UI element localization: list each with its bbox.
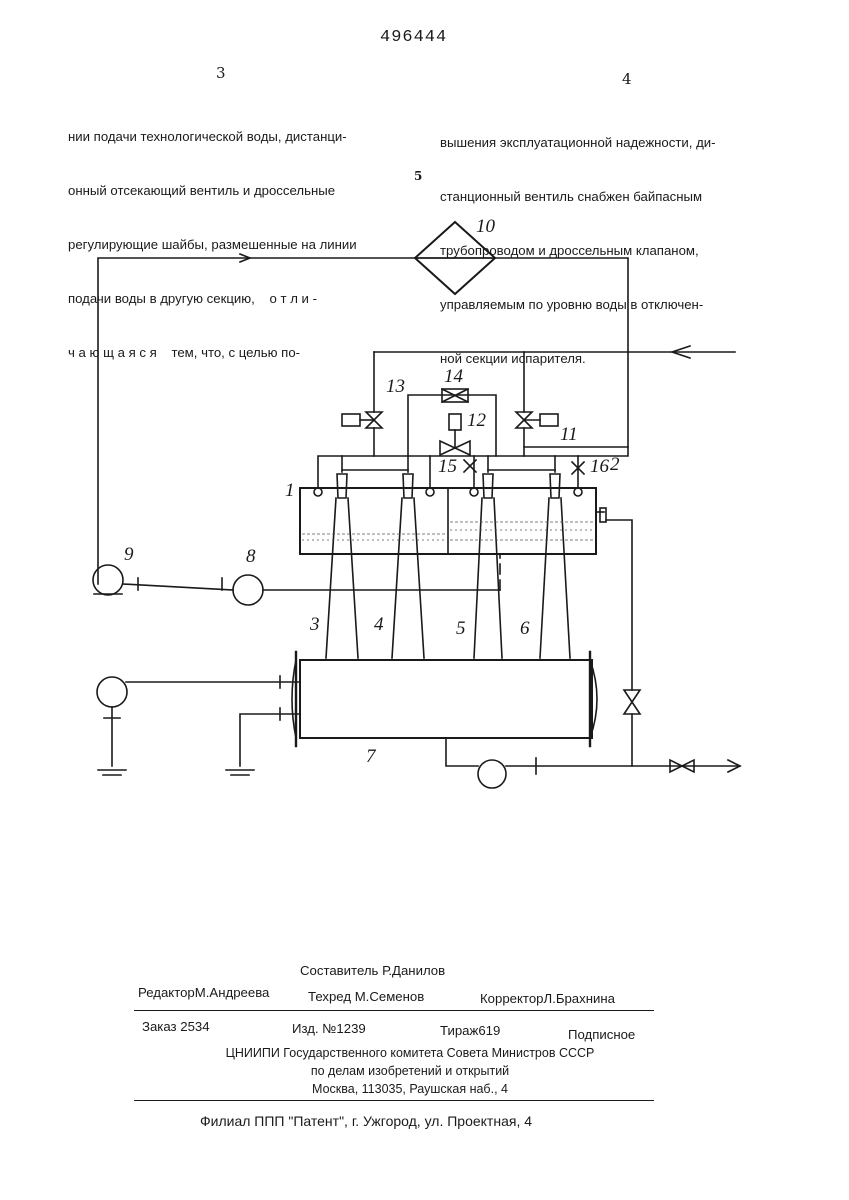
bypass-13 <box>407 394 497 457</box>
text-column-left: нии подачи технологической воды, дистанц… <box>68 92 357 380</box>
actuator-12 <box>448 413 462 431</box>
pump-bottom <box>477 759 507 789</box>
pump-9 <box>92 564 124 596</box>
text-line: подачи воды в другую секцию, о т л и - <box>68 291 317 306</box>
text-line: регулирующие шайбы, размешенные на линии <box>68 237 357 252</box>
patent-number: 496444 <box>380 28 448 47</box>
label-7: 7 <box>366 746 377 767</box>
text-line: нии подачи технологической воды, дистанц… <box>68 129 347 144</box>
top-loop-pipe <box>97 257 629 585</box>
text-line: онный отсекающий вентиль и дроссельные <box>68 183 336 198</box>
imprint-editor: РедакторМ.Андреева <box>138 985 270 1000</box>
imprint-tirazh: Тираж619 <box>440 1023 501 1038</box>
imprint-filial: Филиал ППП "Патент", г. Ужгород, ул. Про… <box>200 1113 533 1129</box>
label-2: 2 <box>610 454 620 475</box>
imprint-composer: Составитель Р.Данилов <box>300 963 446 978</box>
org-line: Москва, 113035, Раушская наб., 4 <box>312 1082 508 1096</box>
label-1: 1 <box>285 480 295 501</box>
pump-8 <box>232 574 264 606</box>
text-line: вышения эксплуатационной надежности, ди- <box>440 135 716 150</box>
imprint-techred: Техред М.Семенов <box>308 989 425 1004</box>
imprint-izd: Изд. №1239 <box>292 1021 366 1036</box>
label-10: 10 <box>476 216 496 237</box>
column-number-right: 4 <box>622 70 632 88</box>
imprint-organization: ЦНИИПИ Государственного комитета Совета … <box>160 1044 660 1098</box>
column-number-left: 3 <box>216 64 226 82</box>
label-11: 11 <box>560 424 578 445</box>
margin-line-number: 5 <box>414 169 423 183</box>
label-5: 5 <box>456 618 466 639</box>
imprint-podpisnoe: Подписное <box>568 1027 636 1042</box>
pump-left <box>96 676 128 708</box>
imprint-rule-bottom <box>134 1100 654 1101</box>
label-9: 9 <box>124 544 134 565</box>
throttle-valve-14 <box>441 388 469 403</box>
label-8: 8 <box>246 546 256 567</box>
label-16: 16 <box>590 456 610 477</box>
text-line: станционный вентиль снабжен байпасным <box>440 189 703 204</box>
label-12: 12 <box>467 410 487 431</box>
condenser-7 <box>299 659 593 739</box>
imprint-order: Заказ 2534 <box>142 1019 210 1034</box>
text-line: управляемым по уровню воды в отключен- <box>440 297 704 312</box>
label-4: 4 <box>374 614 384 635</box>
text-line: ной секции испарителя. <box>440 351 586 366</box>
org-line: ЦНИИПИ Государственного комитета Совета … <box>225 1046 595 1060</box>
label-6: 6 <box>520 618 530 639</box>
imprint-corrector: КорректорЛ.Брахнина <box>480 991 615 1006</box>
label-14: 14 <box>444 366 464 387</box>
text-line: ч а ю щ а я с я тем, что, с целью по- <box>68 345 301 360</box>
imprint-rule-top <box>134 1010 654 1011</box>
heat-exchanger-10 <box>413 220 497 296</box>
label-15: 15 <box>438 456 457 477</box>
label-13: 13 <box>386 376 405 397</box>
label-3: 3 <box>309 614 320 635</box>
text-column-right: вышения эксплуатационной надежности, ди-… <box>440 98 716 386</box>
org-line: по делам изобретений и открытий <box>310 1064 510 1078</box>
